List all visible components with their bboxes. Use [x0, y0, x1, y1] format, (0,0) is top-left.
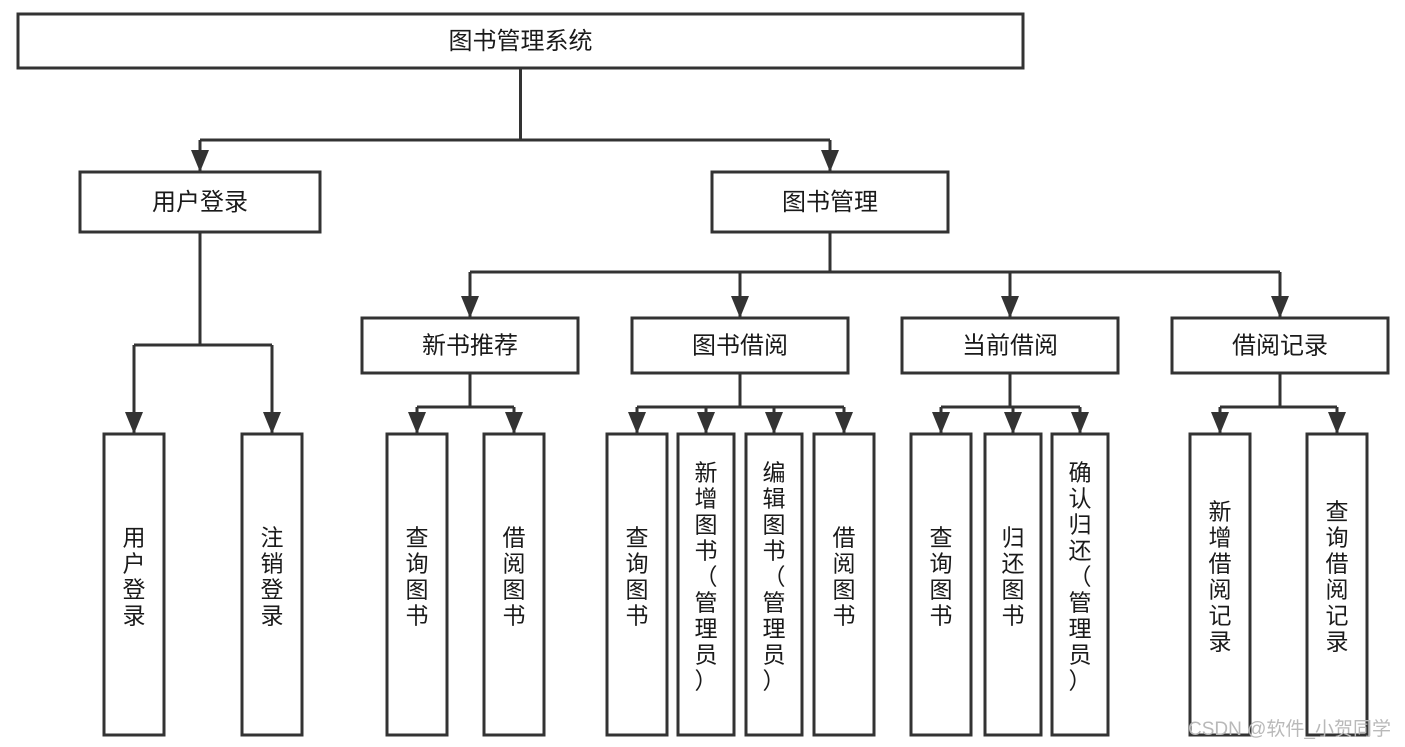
- node-leaf-user-login[interactable]: 用户登录: [102, 432, 166, 737]
- arrowhead-borrow-record: [1271, 296, 1289, 318]
- node-leaf-confirm-return-admin[interactable]: 确认归还（管理员）: [1050, 432, 1110, 737]
- node-user-login[interactable]: 用户登录: [78, 170, 322, 234]
- node-label: 图书管理系统: [449, 28, 593, 55]
- node-label: 新增图书（管理员）: [695, 460, 718, 694]
- node-rect: [482, 432, 546, 737]
- node-rect: [676, 432, 736, 737]
- arrowhead-user-login: [191, 150, 209, 172]
- node-rect: [1170, 316, 1390, 375]
- node-leaf-query-book-recommend[interactable]: 查询图书: [385, 432, 449, 737]
- node-label: 编辑图书（管理员）: [763, 460, 786, 694]
- arrowhead-book-borrow: [731, 296, 749, 318]
- node-leaf-add-book-admin[interactable]: 新增图书（管理员）: [676, 432, 736, 737]
- node-new-book-recommend[interactable]: 新书推荐: [360, 316, 580, 375]
- node-label: 当前借阅: [962, 333, 1058, 360]
- arrowhead-leaf-query-book-current: [932, 412, 950, 434]
- arrowhead-leaf-query-book-borrow: [628, 412, 646, 434]
- node-label: 确认归还（管理员）: [1069, 460, 1092, 694]
- arrowhead-leaf-logout-login: [263, 412, 281, 434]
- node-label: 归还图书: [1002, 525, 1025, 629]
- node-leaf-logout-login[interactable]: 注销登录: [240, 432, 304, 737]
- arrowhead-leaf-add-borrow-record: [1211, 412, 1229, 434]
- node-rect: [744, 432, 804, 737]
- arrowhead-leaf-confirm-return-admin: [1071, 412, 1089, 434]
- node-rect: [78, 170, 322, 234]
- node-label: 借阅图书: [833, 525, 856, 629]
- node-borrow-record[interactable]: 借阅记录: [1170, 316, 1390, 375]
- node-leaf-return-book[interactable]: 归还图书: [983, 432, 1043, 737]
- node-leaf-query-borrow-record[interactable]: 查询借阅记录: [1305, 432, 1369, 737]
- node-leaf-borrow-book-recommend[interactable]: 借阅图书: [482, 432, 546, 737]
- node-label: 借阅记录: [1232, 333, 1328, 360]
- node-rect: [1188, 432, 1252, 737]
- arrowhead-leaf-user-login: [125, 412, 143, 434]
- node-label: 图书借阅: [692, 333, 788, 360]
- node-layer: 图书管理系统用户登录图书管理新书推荐图书借阅当前借阅借阅记录用户登录注销登录查询…: [16, 12, 1390, 737]
- node-book-management[interactable]: 图书管理: [710, 170, 950, 234]
- connector-layer: [125, 68, 1346, 434]
- node-rect: [1050, 432, 1110, 737]
- node-rect: [630, 316, 850, 375]
- node-leaf-query-book-current[interactable]: 查询图书: [909, 432, 973, 737]
- node-rect: [240, 432, 304, 737]
- node-label: 注销登录: [261, 525, 284, 629]
- node-rect: [710, 170, 950, 234]
- node-leaf-borrow-book[interactable]: 借阅图书: [812, 432, 876, 737]
- arrowhead-new-book-recommend: [461, 296, 479, 318]
- arrowhead-leaf-return-book: [1004, 412, 1022, 434]
- node-rect: [360, 316, 580, 375]
- arrowhead-leaf-edit-book-admin: [765, 412, 783, 434]
- node-label: 新增借阅记录: [1209, 499, 1232, 655]
- node-label: 借阅图书: [503, 525, 526, 629]
- arrowhead-leaf-query-borrow-record: [1328, 412, 1346, 434]
- node-rect: [812, 432, 876, 737]
- arrowhead-book-management: [821, 150, 839, 172]
- arrowhead-leaf-borrow-book-recommend: [505, 412, 523, 434]
- node-rect: [605, 432, 669, 737]
- arrowhead-current-borrow: [1001, 296, 1019, 318]
- arrowhead-leaf-query-book-recommend: [408, 412, 426, 434]
- node-rect: [1305, 432, 1369, 737]
- node-root-title[interactable]: 图书管理系统: [16, 12, 1025, 70]
- node-rect: [16, 12, 1025, 70]
- node-label: 用户登录: [152, 189, 248, 216]
- node-rect: [909, 432, 973, 737]
- node-book-borrow[interactable]: 图书借阅: [630, 316, 850, 375]
- arrowhead-leaf-borrow-book: [835, 412, 853, 434]
- node-label: 图书管理: [782, 189, 878, 216]
- node-leaf-query-book-borrow[interactable]: 查询图书: [605, 432, 669, 737]
- node-rect: [385, 432, 449, 737]
- node-rect: [983, 432, 1043, 737]
- node-leaf-add-borrow-record[interactable]: 新增借阅记录: [1188, 432, 1252, 737]
- node-label: 用户登录: [123, 525, 146, 629]
- node-label: 查询图书: [626, 525, 649, 629]
- node-leaf-edit-book-admin[interactable]: 编辑图书（管理员）: [744, 432, 804, 737]
- node-label: 新书推荐: [422, 333, 518, 360]
- node-label: 查询图书: [930, 525, 953, 629]
- node-current-borrow[interactable]: 当前借阅: [900, 316, 1120, 375]
- node-label: 查询图书: [406, 525, 429, 629]
- node-rect: [102, 432, 166, 737]
- node-rect: [900, 316, 1120, 375]
- node-label: 查询借阅记录: [1326, 499, 1349, 655]
- arrowhead-leaf-add-book-admin: [697, 412, 715, 434]
